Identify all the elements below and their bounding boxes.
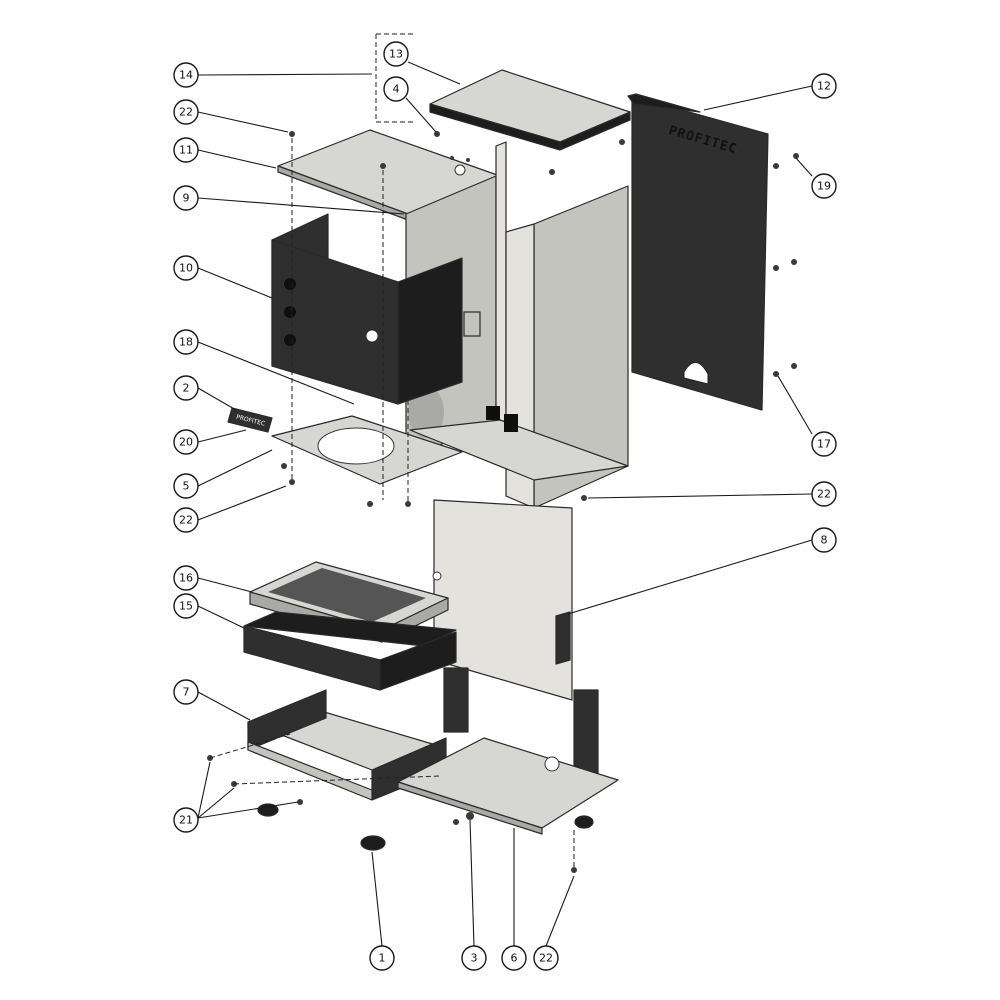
callout-3: 3: [461, 945, 487, 971]
svg-text:22: 22: [539, 952, 553, 965]
callout-12: 12: [811, 73, 837, 99]
svg-text:9: 9: [183, 192, 190, 205]
callout-4: 4: [383, 76, 409, 102]
upper-top-plate: [277, 129, 501, 221]
leader-lines: [197, 61, 813, 947]
svg-text:6: 6: [511, 952, 518, 965]
callout-18: 18: [173, 329, 199, 355]
rear-chassis-box: [409, 185, 629, 509]
svg-text:8: 8: [821, 534, 828, 547]
rear-back-panel: PROFITEC: [627, 93, 769, 411]
callout-11: 11: [173, 137, 199, 163]
top-cover-plate: [429, 69, 631, 151]
assembly-lines: [209, 138, 575, 868]
callout-21: 21: [173, 807, 199, 833]
bracket-frame-14: [375, 33, 414, 123]
bottom-base: [397, 667, 619, 835]
svg-text:11: 11: [179, 144, 193, 157]
callout-10: 10: [173, 255, 199, 281]
callout-20: 20: [173, 429, 199, 455]
rubber-feet: [257, 803, 594, 851]
callout-22-top: 22: [173, 99, 199, 125]
svg-text:22: 22: [179, 514, 193, 527]
callout-14: 14: [173, 62, 199, 88]
callout-2: 2: [173, 375, 199, 401]
svg-text:22: 22: [179, 106, 193, 119]
front-control-panel: [271, 213, 463, 405]
svg-text:4: 4: [393, 83, 400, 96]
svg-text:14: 14: [179, 69, 193, 82]
svg-text:1: 1: [379, 952, 386, 965]
svg-text:3: 3: [471, 952, 478, 965]
callout-1: 1: [369, 945, 395, 971]
svg-text:22: 22: [817, 488, 831, 501]
svg-text:2: 2: [183, 382, 190, 395]
svg-text:13: 13: [389, 48, 403, 61]
callout-9: 9: [173, 185, 199, 211]
svg-text:10: 10: [179, 262, 193, 275]
callout-8: 8: [811, 527, 837, 553]
cup-tray: [247, 689, 447, 801]
callout-22-bottom: 22: [533, 945, 559, 971]
svg-text:7: 7: [183, 686, 190, 699]
callout-17: 17: [811, 431, 837, 457]
drip-tray: [243, 611, 457, 691]
svg-text:20: 20: [179, 436, 193, 449]
callout-16: 16: [173, 565, 199, 591]
callout-22-right: 22: [811, 481, 837, 507]
svg-text:18: 18: [179, 336, 193, 349]
callout-13: 13: [383, 41, 409, 67]
svg-text:5: 5: [183, 480, 190, 493]
svg-text:16: 16: [179, 572, 193, 585]
callout-7: 7: [173, 679, 199, 705]
svg-text:12: 12: [817, 80, 831, 93]
badge-plate: PROFITEC: [227, 407, 273, 433]
svg-text:19: 19: [817, 180, 831, 193]
callouts: 14 13 4 22 11 9 10 18 2 20 5 22 16 15 7 …: [173, 41, 837, 971]
callout-22-left: 22: [173, 507, 199, 533]
base-plate: [271, 415, 463, 485]
callout-5: 5: [173, 473, 199, 499]
svg-text:21: 21: [179, 814, 193, 827]
svg-text:15: 15: [179, 600, 193, 613]
callout-19: 19: [811, 173, 837, 199]
screws: [207, 131, 799, 873]
svg-text:17: 17: [817, 438, 831, 451]
callout-6: 6: [501, 945, 527, 971]
callout-15: 15: [173, 593, 199, 619]
